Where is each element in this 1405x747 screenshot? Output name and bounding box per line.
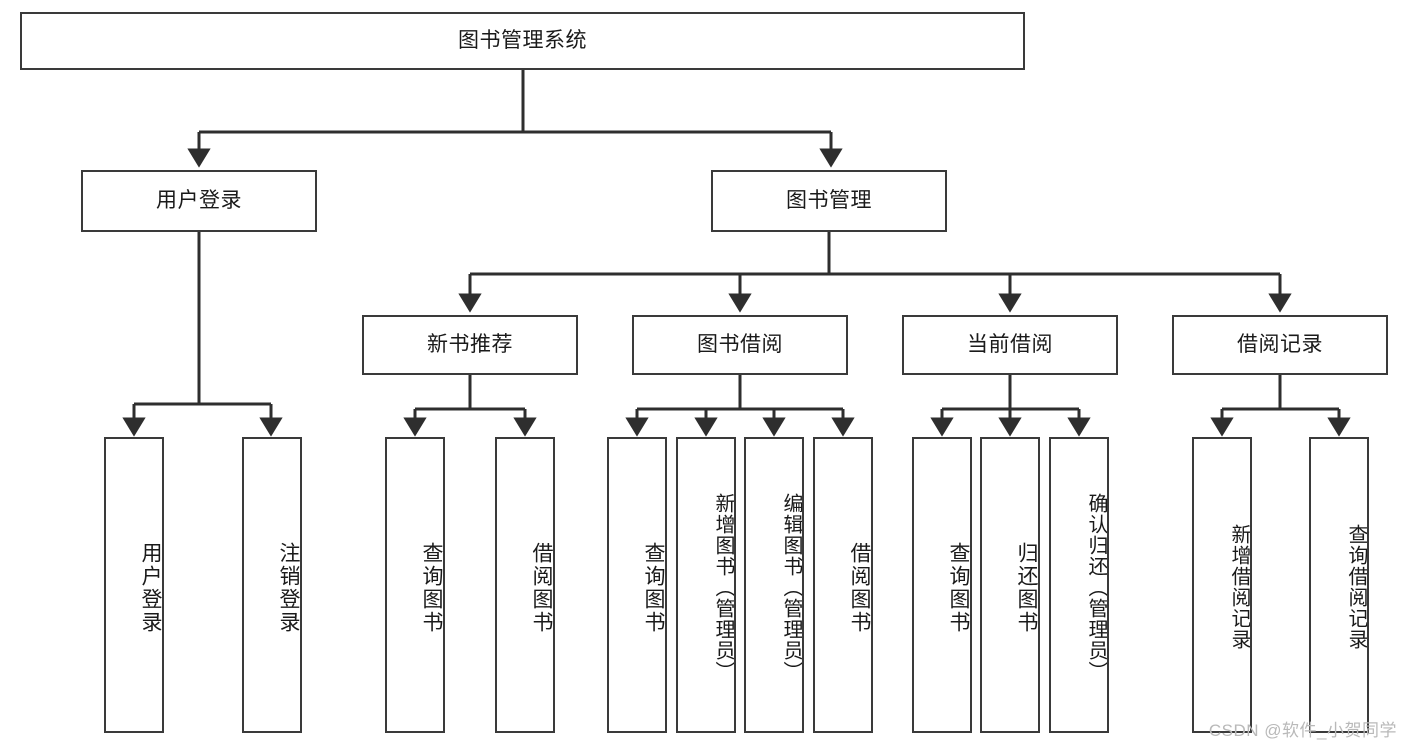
node-book-management[interactable]: 图书管理 [711,170,947,232]
node-book-borrow[interactable]: 图书借阅 [632,315,848,375]
leaf-add-borrow-record[interactable]: 新增借阅记录 [1192,437,1252,733]
leaf-add-book-admin[interactable]: 新增图书（管理员） [676,437,736,733]
node-root-system[interactable]: 图书管理系统 [20,12,1025,70]
leaf-user-logout[interactable]: 注销登录 [242,437,302,733]
node-user-login[interactable]: 用户登录 [81,170,317,232]
leaf-query-book-current[interactable]: 查询图书 [912,437,972,733]
leaf-query-book-recommend[interactable]: 查询图书 [385,437,445,733]
leaf-query-book-borrow[interactable]: 查询图书 [607,437,667,733]
leaf-edit-book-admin[interactable]: 编辑图书（管理员） [744,437,804,733]
leaf-user-login[interactable]: 用户登录 [104,437,164,733]
node-new-book-recommend[interactable]: 新书推荐 [362,315,578,375]
leaf-query-borrow-record[interactable]: 查询借阅记录 [1309,437,1369,733]
leaf-confirm-return-admin[interactable]: 确认归还（管理员） [1049,437,1109,733]
leaf-borrow-book-borrow[interactable]: 借阅图书 [813,437,873,733]
node-borrow-record[interactable]: 借阅记录 [1172,315,1388,375]
leaf-borrow-book-recommend[interactable]: 借阅图书 [495,437,555,733]
node-current-borrow[interactable]: 当前借阅 [902,315,1118,375]
leaf-return-book[interactable]: 归还图书 [980,437,1040,733]
